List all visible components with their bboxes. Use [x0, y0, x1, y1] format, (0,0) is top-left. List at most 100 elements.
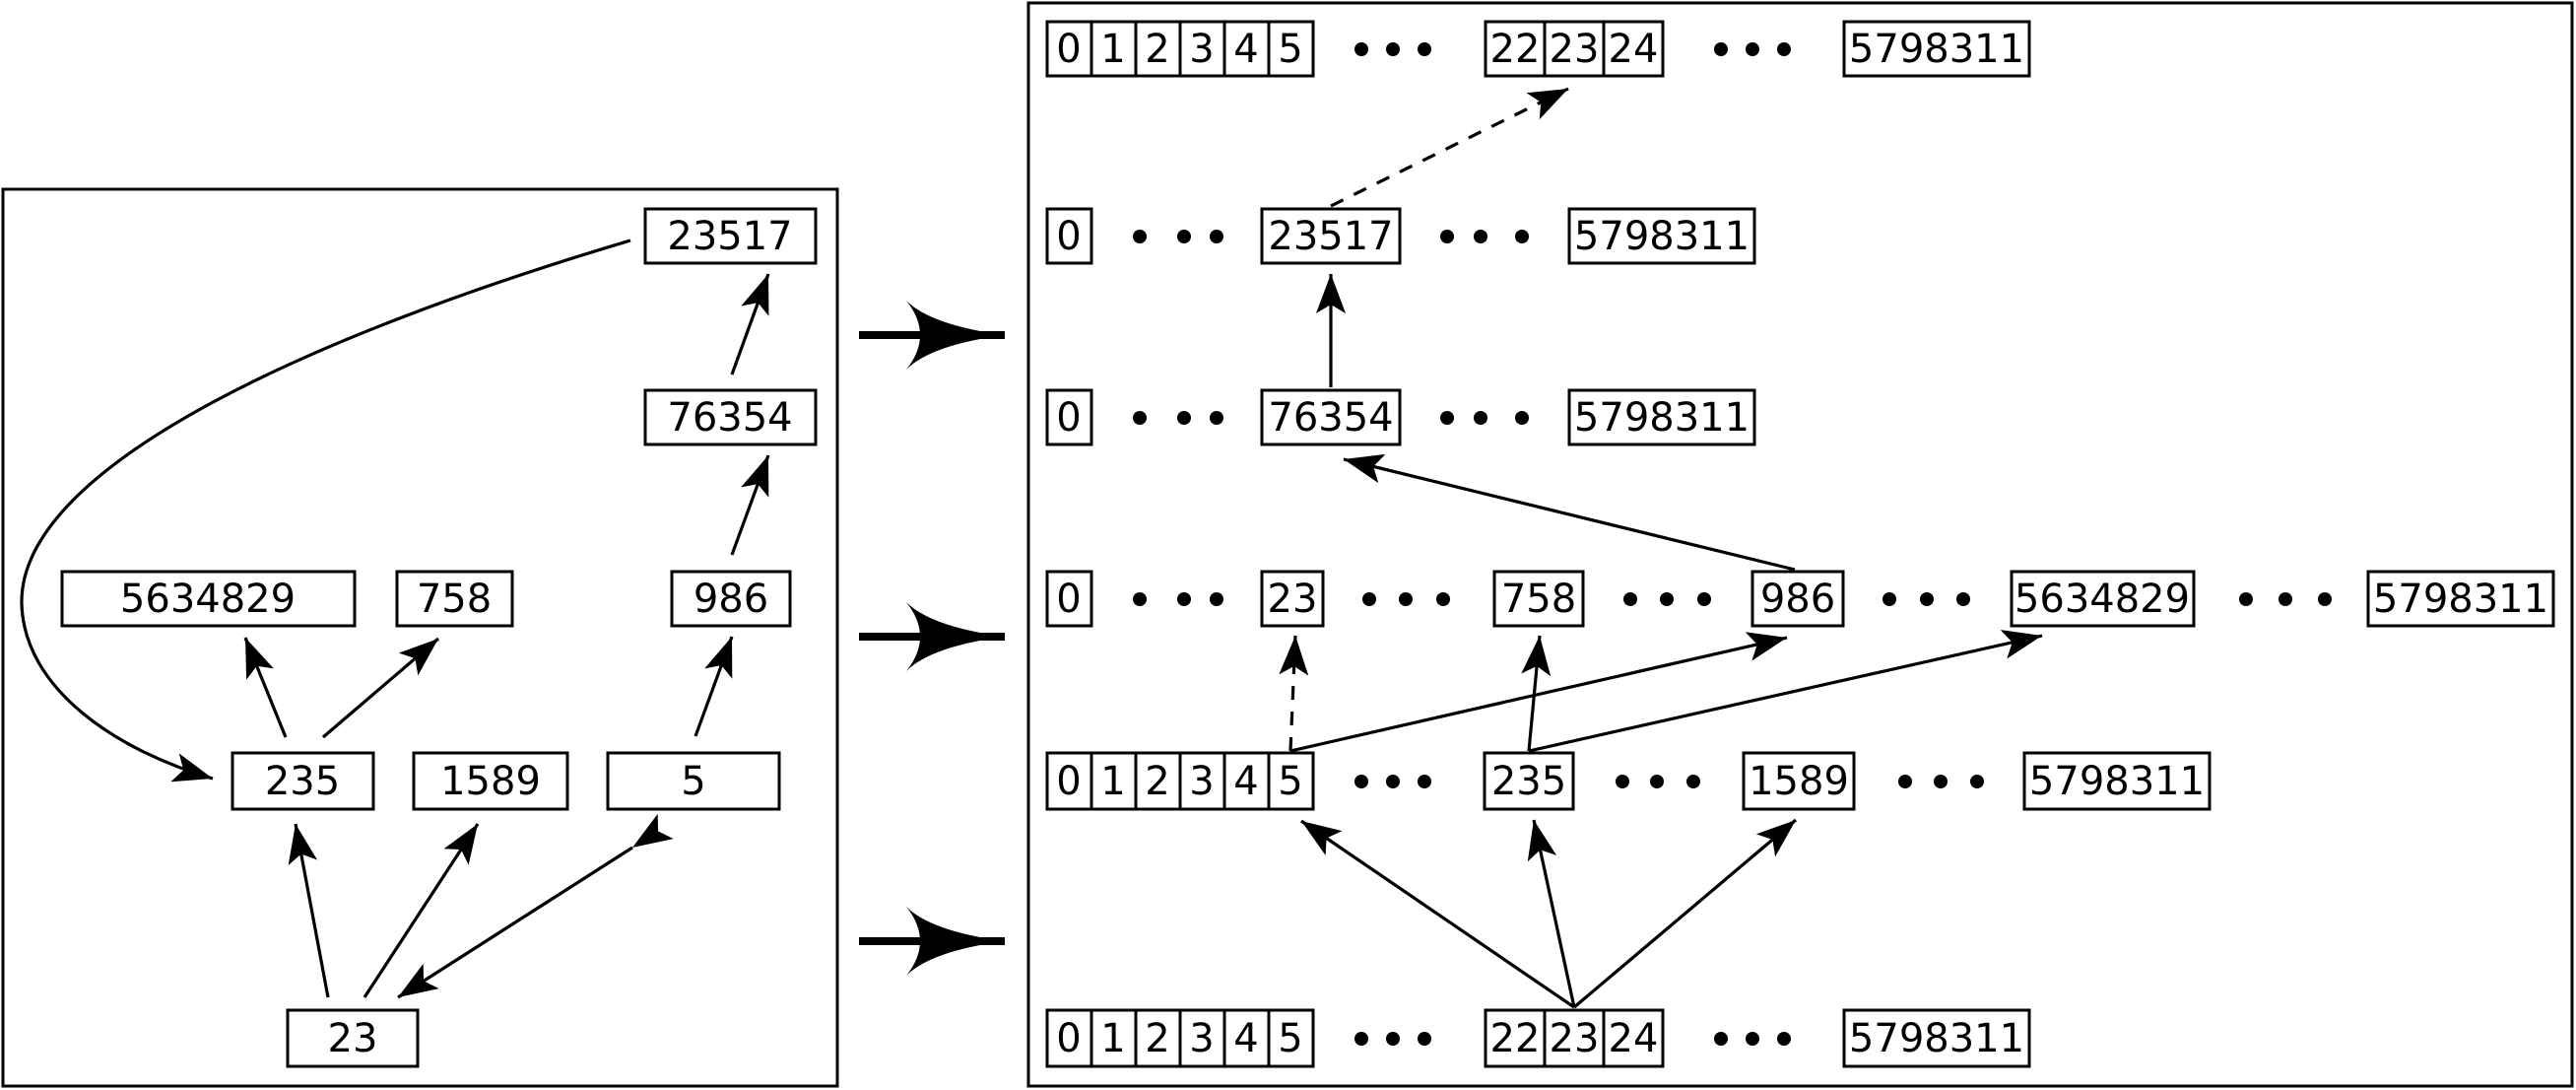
cell-1589: 1589	[1749, 759, 1849, 804]
cell-235: 235	[1491, 759, 1566, 804]
cell-23: 23	[1550, 27, 1600, 72]
layer-row-5: 0 1 2 3 4 5 22 23 24 5798311	[1045, 1008, 2031, 1068]
cell-3: 3	[1189, 27, 1214, 72]
cell-5798311: 5798311	[2029, 759, 2205, 804]
right-panel	[1026, 1, 2574, 1088]
transition-arrows	[859, 301, 1005, 976]
cell-0: 0	[1056, 27, 1081, 72]
ellipsis-icon	[1440, 230, 1529, 243]
cell-5798311: 5798311	[1849, 27, 2024, 72]
left-graph: 23517 76354 5634829 758 986 235 1589 5 2…	[60, 207, 818, 1068]
cell-5634829: 5634829	[2015, 577, 2190, 622]
node-5634829: 5634829	[60, 570, 357, 628]
cell-0: 0	[1056, 1016, 1081, 1061]
node-1589: 1589	[412, 751, 569, 811]
cell-5798311: 5798311	[1574, 214, 1750, 259]
node-label: 5634829	[120, 577, 296, 622]
cell-23: 23	[1550, 1016, 1600, 1061]
ellipsis-icon	[2239, 592, 2332, 606]
ellipsis-icon	[1714, 1032, 1791, 1046]
node-76354: 76354	[643, 388, 818, 446]
cell-22: 22	[1490, 1016, 1541, 1061]
cell-23: 23	[1268, 577, 1318, 622]
edge-235-758	[1521, 635, 1552, 752]
cell-5798311: 5798311	[1574, 395, 1750, 441]
edge-235-758	[321, 637, 440, 739]
edge-23-5	[1300, 819, 1575, 1009]
cell-2: 2	[1145, 27, 1169, 72]
cell-5: 5	[1278, 759, 1302, 804]
node-758: 758	[395, 570, 514, 628]
cell-4: 4	[1233, 1016, 1258, 1061]
edge-23-1589	[1572, 818, 1798, 1009]
cell-76354: 76354	[1268, 395, 1393, 441]
cell-0: 0	[1056, 395, 1081, 441]
ellipsis-icon	[1133, 411, 1223, 425]
ellipsis-icon	[1362, 592, 1450, 606]
cell-24: 24	[1609, 27, 1659, 72]
cell-0: 0	[1056, 759, 1081, 804]
edge-986-76354	[1343, 453, 1796, 572]
cell-2: 2	[1145, 1016, 1169, 1061]
layer-row-0: 0 1 2 3 4 5 22 23 24 5798311	[1045, 20, 2031, 78]
cell-1: 1	[1100, 1016, 1125, 1061]
edge-235-5634829	[243, 637, 288, 738]
right-layers: 0 1 2 3 4 5 22 23 24 5798311 0 23517 579…	[1045, 20, 2555, 1068]
cell-5: 5	[1278, 1016, 1302, 1061]
layer-row-4: 0 1 2 3 4 5 235 1589 5798311	[1045, 751, 2212, 811]
cell-24: 24	[1609, 1016, 1659, 1061]
cell-0: 0	[1056, 577, 1081, 622]
ellipsis-icon	[1623, 592, 1711, 606]
node-5: 5	[606, 751, 781, 811]
node-label: 23	[328, 1016, 378, 1061]
cell-986: 986	[1760, 577, 1835, 622]
ellipsis-icon	[1616, 775, 1700, 788]
node-label: 23517	[667, 214, 792, 259]
edge-5-23-dashed	[1279, 635, 1309, 752]
layer-row-1: 0 23517 5798311	[1045, 207, 1756, 265]
cell-1: 1	[1100, 759, 1125, 804]
edge-23-1589	[363, 823, 480, 998]
cell-3: 3	[1189, 759, 1214, 804]
edge-5-986	[1289, 632, 1788, 753]
edge-23-235	[288, 823, 330, 998]
ellipsis-icon	[1354, 775, 1431, 788]
cell-5798311: 5798311	[1849, 1016, 2024, 1061]
cell-3: 3	[1189, 1016, 1214, 1061]
ellipsis-icon	[1354, 1032, 1431, 1046]
cell-758: 758	[1501, 577, 1576, 622]
ellipsis-icon	[1133, 592, 1223, 606]
edge-235-5634829	[1528, 630, 2043, 753]
cell-23517: 23517	[1268, 214, 1393, 259]
cell-5798311: 5798311	[2373, 577, 2548, 622]
ellipsis-icon	[1714, 42, 1791, 56]
ellipsis-icon	[1898, 775, 1984, 788]
layer-row-2: 0 76354 5798311	[1045, 388, 1756, 446]
edge-23517-to-23-top	[1330, 87, 1569, 208]
edge-986-76354	[730, 454, 770, 556]
ellipsis-icon	[1440, 411, 1529, 425]
edge-23-235	[1527, 819, 1576, 1008]
cell-2: 2	[1145, 759, 1169, 804]
node-986: 986	[670, 570, 792, 628]
ellipsis-icon	[1133, 230, 1223, 243]
right-layer-edges	[1279, 87, 2043, 1009]
edge-5-986	[694, 636, 734, 737]
node-label: 758	[417, 577, 492, 622]
edge-76354-23517	[730, 273, 770, 375]
layer-row-3: 0 23 758 986 5634829 5798311	[1045, 570, 2555, 628]
node-23517: 23517	[643, 207, 818, 265]
cell-1: 1	[1100, 27, 1125, 72]
cell-4: 4	[1233, 27, 1258, 72]
node-label: 76354	[667, 395, 792, 441]
node-label: 1589	[440, 759, 541, 804]
left-panel	[1, 187, 839, 1088]
node-235: 235	[231, 751, 375, 811]
cell-0: 0	[1056, 214, 1081, 259]
node-label: 235	[265, 759, 340, 804]
ellipsis-icon	[1354, 42, 1431, 56]
cell-5: 5	[1278, 27, 1302, 72]
node-label: 5	[681, 759, 705, 804]
node-23: 23	[286, 1008, 420, 1068]
